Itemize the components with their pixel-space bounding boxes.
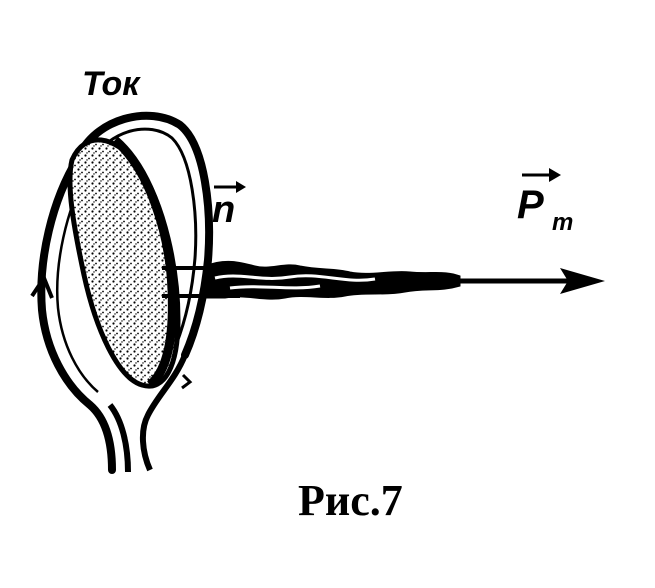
lead-wire-right (140, 353, 188, 472)
normal-vector-streaks (214, 274, 376, 290)
magnetic-moment-arrowhead (560, 268, 605, 294)
magnetic-moment-subscript: m (552, 209, 573, 236)
lead-wire-left (107, 403, 131, 473)
lead-wire-bump (181, 373, 193, 390)
normal-vector-label-arrowhead (236, 181, 246, 193)
normal-vector-letter: n (212, 189, 235, 231)
wire-loop-inner (90, 127, 198, 346)
loop-disc-edge (111, 136, 177, 389)
magnetic-moment-label-arrowhead (549, 168, 561, 182)
figure-caption: Рис.7 (298, 476, 403, 525)
current-label: Ток (82, 65, 141, 103)
magnetic-moment-label: P m (517, 168, 573, 236)
wire-loop-outer (74, 111, 214, 359)
loop-surface-disc (67, 137, 181, 389)
wire-loop-left (37, 154, 116, 474)
magnetic-moment-letter: P (517, 183, 544, 227)
normal-vector-label: n (212, 181, 246, 231)
current-direction-tick (30, 273, 54, 299)
normal-vector-body (204, 260, 461, 300)
